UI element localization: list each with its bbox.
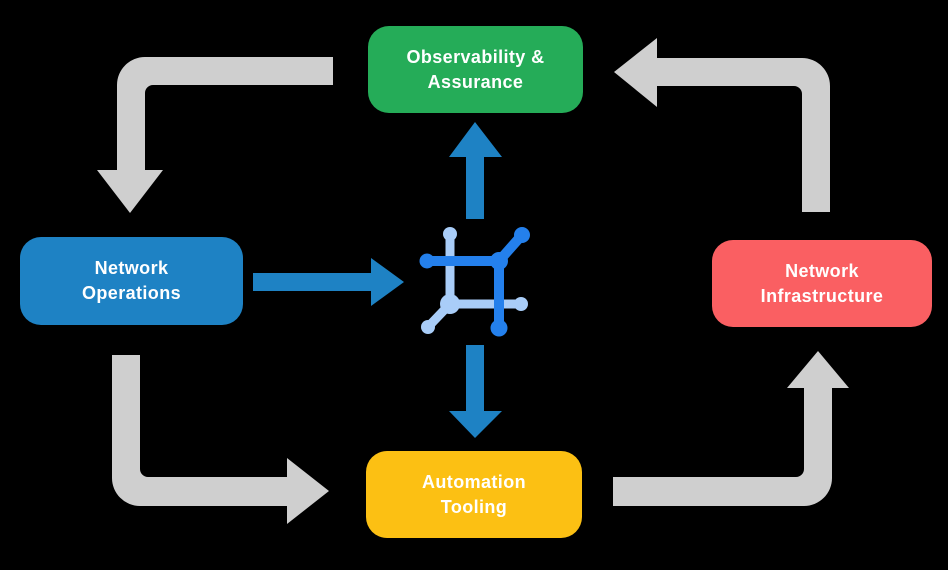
arrow-observability-to-operations bbox=[97, 57, 333, 213]
node-label-line: Network bbox=[785, 260, 859, 281]
node-automation-label: Automation Tooling bbox=[422, 470, 526, 520]
node-network-infrastructure: Network Infrastructure bbox=[712, 240, 932, 327]
node-label-line: Network bbox=[94, 258, 169, 278]
node-network-operations: Network Operations bbox=[20, 237, 243, 325]
node-observability-assurance: Observability & Assurance bbox=[368, 26, 583, 113]
node-label-line: Infrastructure bbox=[760, 285, 884, 306]
network-mesh-icon-light-part bbox=[421, 227, 528, 334]
node-operations-label: Network Operations bbox=[82, 256, 181, 306]
node-automation-tooling: Automation Tooling bbox=[366, 451, 582, 538]
arrow-operations-to-automation bbox=[112, 355, 329, 524]
node-label-line: Automation bbox=[422, 471, 526, 492]
arrow-operations-to-icon bbox=[253, 258, 404, 306]
node-label-line: Observability & bbox=[406, 46, 545, 67]
network-mesh-icon-dark-part bbox=[419, 227, 530, 337]
node-label-line: Tooling bbox=[440, 496, 508, 517]
arrow-automation-to-infrastructure bbox=[613, 351, 849, 506]
node-label-line: Assurance bbox=[427, 71, 524, 92]
node-observability-label: Observability & Assurance bbox=[406, 45, 544, 95]
network-mesh-icon bbox=[419, 227, 530, 337]
arrow-icon-to-observability bbox=[449, 122, 502, 219]
node-label-line: Operations bbox=[81, 283, 182, 303]
arrow-infrastructure-to-observability bbox=[614, 38, 830, 212]
arrow-icon-to-automation bbox=[449, 345, 502, 438]
node-infrastructure-label: Network Infrastructure bbox=[761, 259, 884, 309]
